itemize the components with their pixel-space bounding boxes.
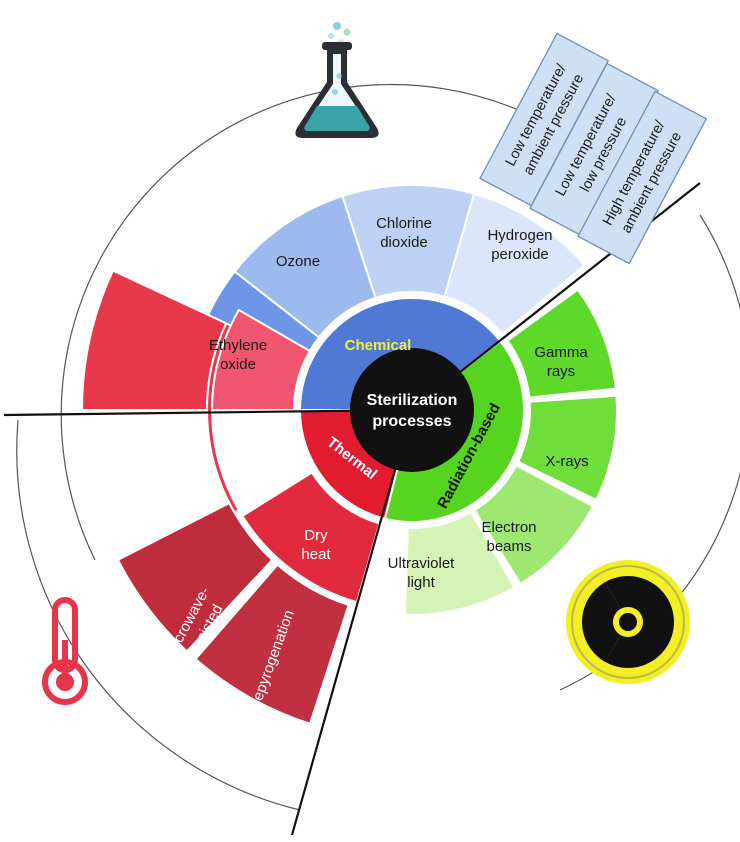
method-label-ethylene-oxide-line1: Ethylene	[209, 337, 267, 354]
flask-icon	[295, 22, 379, 138]
method-label-low-temp-steam-line1: Low-temperature	[93, 465, 206, 482]
method-label-gamma-rays-line2: rays	[547, 363, 575, 380]
method-label-moist-heat-line2: heat	[243, 476, 273, 493]
segment-microwave	[116, 502, 274, 653]
peroxide-variants: Low temperature/ ambient pressure Low te…	[479, 32, 708, 265]
orbit-arc-left	[16, 419, 301, 811]
orbit-arc-outer	[60, 83, 541, 561]
method-label-ultraviolet-line1: Ultraviolet	[388, 555, 456, 572]
segment-depyrogenation	[194, 563, 350, 725]
divider-bottom	[290, 409, 414, 836]
method-label-ultraviolet-line2: light	[407, 574, 435, 591]
segment-low-temp-steam-inner	[206, 322, 240, 514]
category-label-chemical: Chemical	[345, 337, 412, 354]
method-label-moist-heat-line1: Moist	[240, 457, 277, 474]
method-label-hydrogen-peroxide-line2: peroxide	[491, 246, 549, 263]
method-label-electron-beams-line2: beams	[486, 538, 531, 555]
radiation-icon	[566, 560, 690, 684]
method-label-low-temp-steam-line2: steam and	[115, 484, 185, 501]
method-label-dry-heat-line2: heat	[301, 546, 331, 563]
method-label-low-temp-steam-line3: formaldehyde	[105, 503, 196, 520]
segment-electron-beams	[473, 464, 595, 585]
method-label-ozone: Ozone	[276, 253, 320, 270]
variant-box-2: Low temperature/ low pressure	[529, 62, 660, 237]
segment-ultraviolet	[403, 511, 516, 616]
method-label-dry-heat-line1: Dry	[304, 527, 328, 544]
method-label-gamma-rays-line1: Gamma	[534, 344, 588, 361]
method-label-hydrogen-peroxide-line1: Hydrogen	[487, 227, 552, 244]
segment-dry-heat	[241, 471, 381, 604]
method-label-electron-beams-line1: Electron	[481, 519, 536, 536]
segment-hydrogen-peroxide	[443, 192, 586, 336]
method-label-chlorine-dioxide-line1: Chlorine	[376, 215, 432, 232]
center-label-line1: Sterilization	[367, 392, 458, 409]
segment-x-rays	[517, 394, 618, 501]
center-disc	[350, 348, 474, 472]
segment-gamma-rays	[506, 288, 617, 399]
divider-left	[3, 408, 413, 417]
center-label-line2: processes	[372, 413, 451, 430]
segment-low-temp-steam	[81, 269, 228, 411]
variant-box-1: Low temperature/ ambient pressure	[479, 32, 610, 207]
method-label-chlorine-dioxide-line2: dioxide	[380, 234, 428, 251]
thermometer-icon	[42, 597, 88, 705]
method-label-ethylene-oxide-line2: oxide	[220, 356, 256, 373]
method-label-x-rays: X-rays	[545, 453, 588, 470]
